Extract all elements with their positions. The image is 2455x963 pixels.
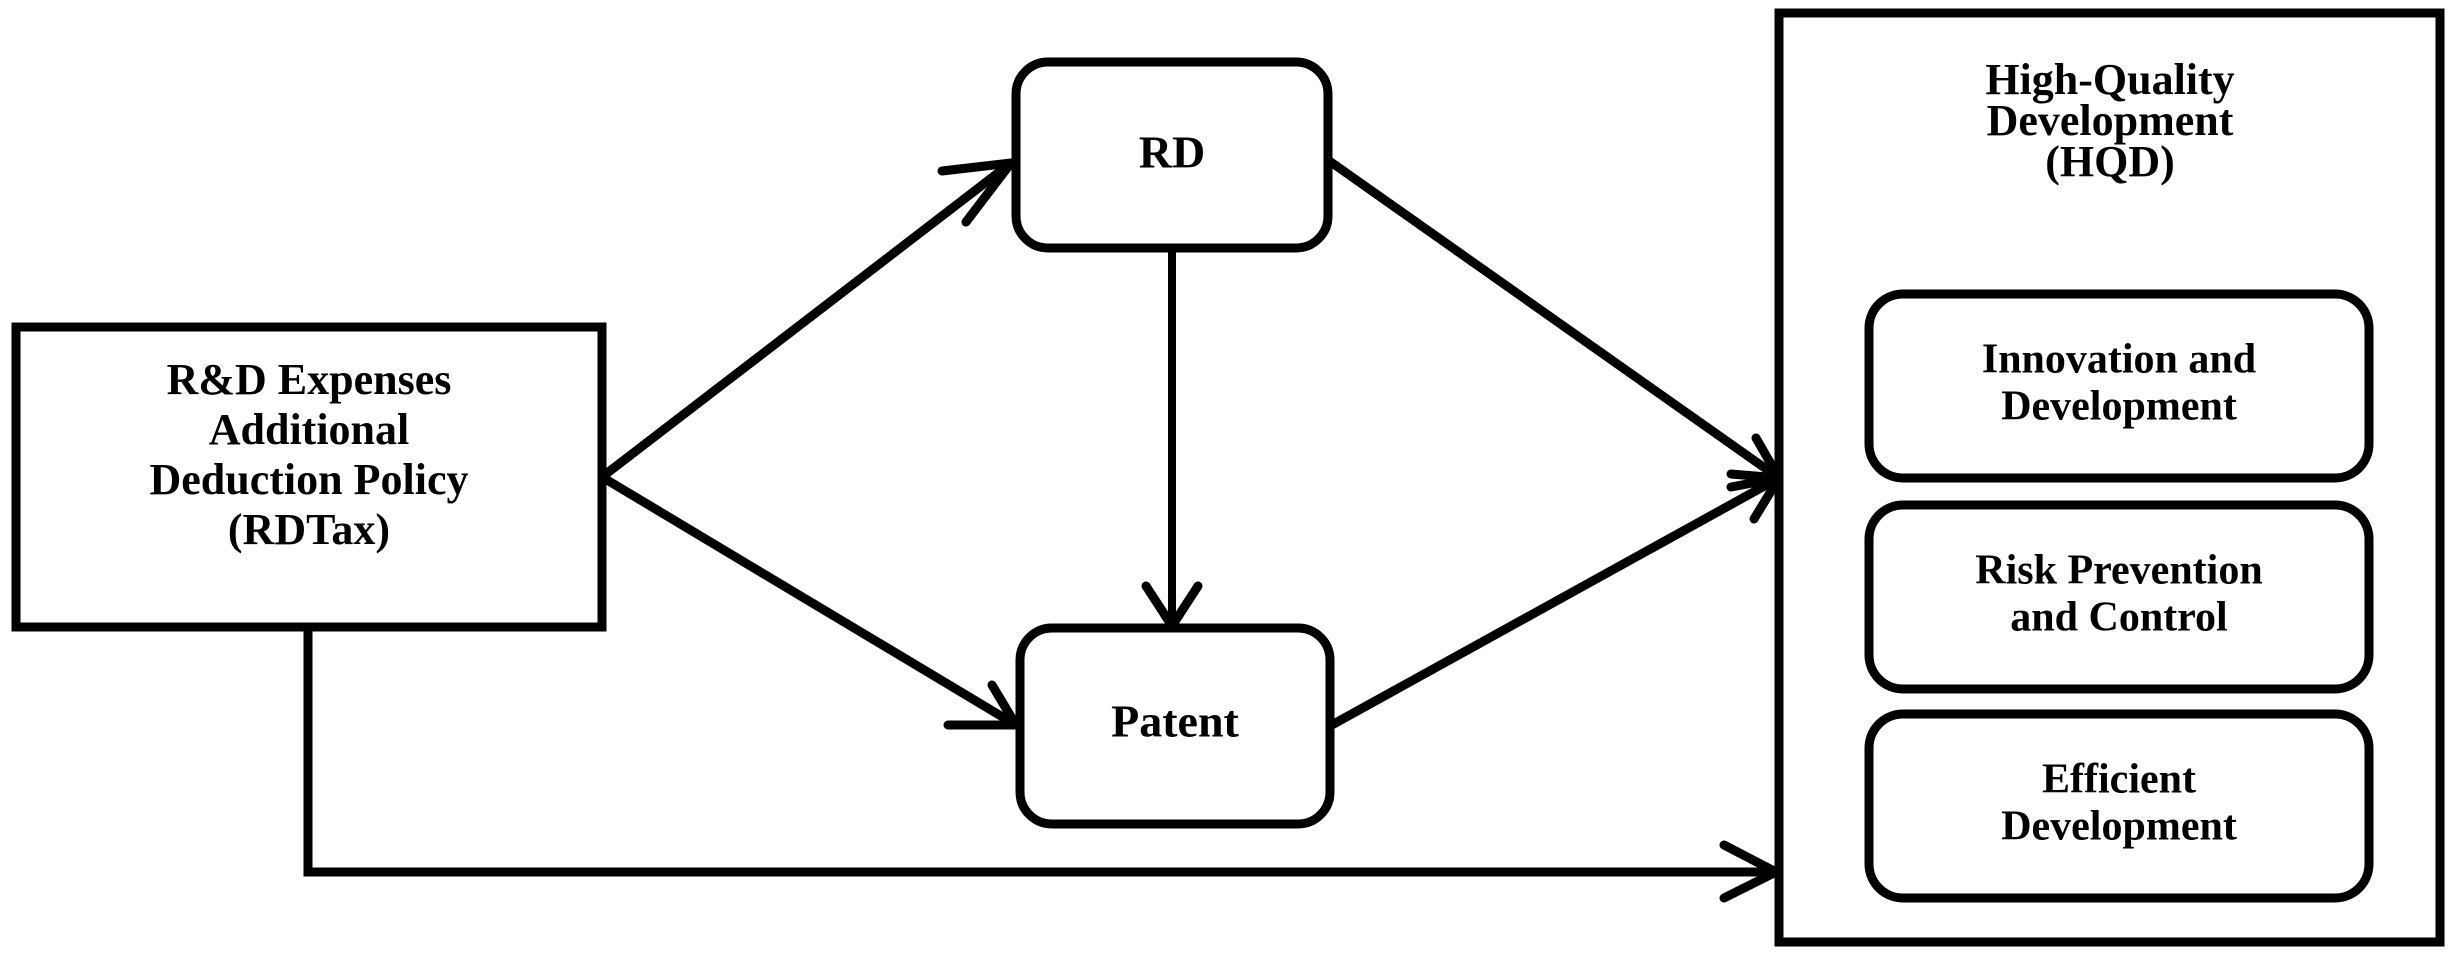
edge-patent-to-hqd	[1327, 473, 1784, 730]
node-hqd-child-risk-prevention-control-label-line-2: and Control	[2010, 595, 2227, 641]
node-patent[interactable]: Patent	[1020, 628, 1330, 824]
edge-policy-to-rd-arrowhead	[937, 158, 1016, 227]
edge-policy-to-hqd	[303, 628, 1781, 903]
node-hqd-child-innovation-development-shape[interactable]	[1869, 294, 2369, 478]
node-hqd-child-innovation-development-label-line-2: Development	[2001, 384, 2237, 430]
node-rd-label: RD	[1139, 127, 1205, 178]
node-policy-rdtax-label-line-4: (RDTax)	[228, 505, 390, 554]
edge-policy-to-patent	[599, 473, 1021, 730]
node-hqd-child-risk-prevention-control-label-line-1: Risk Prevention	[1975, 548, 2262, 594]
edge-policy-to-hqd-line	[303, 628, 1770, 877]
node-hqd-child-efficient-development-label-line-2: Development	[2001, 804, 2237, 850]
node-hqd-child-innovation-development[interactable]: Innovation and Development	[1869, 294, 2369, 478]
node-hqd-child-risk-prevention-control-shape[interactable]	[1869, 505, 2369, 689]
edge-policy-to-hqd-arrowhead	[1719, 840, 1781, 903]
node-policy-rdtax-label-line-3: Deduction Policy	[150, 455, 469, 504]
edge-policy-to-rd-line	[599, 159, 1014, 481]
node-patent-label: Patent	[1111, 696, 1239, 747]
node-policy-rdtax-label-line-2: Additional	[209, 405, 410, 454]
node-hqd-title-line-3: (HQD)	[2045, 137, 2175, 186]
node-hqd-title-line-1: High-Quality	[1985, 55, 2234, 104]
edge-policy-to-patent-arrowhead	[943, 680, 1021, 730]
node-policy-rdtax-shape[interactable]	[16, 327, 602, 627]
node-hqd-panel[interactable]: High-Quality Development (HQD) Innovatio…	[1779, 13, 2440, 942]
node-rd-shape[interactable]	[1016, 62, 1328, 248]
edge-rd-to-hqd	[1325, 156, 1784, 483]
node-patent-shape[interactable]	[1020, 628, 1330, 824]
node-hqd-title-line-2: Development	[1987, 96, 2234, 145]
edge-patent-to-hqd-line	[1327, 474, 1782, 730]
edge-rd-to-hqd-line	[1325, 156, 1782, 482]
node-hqd-child-efficient-development-shape[interactable]	[1869, 714, 2369, 898]
node-policy-rdtax-label-line-1: R&D Expenses	[167, 355, 452, 404]
edge-rd-to-patent	[1141, 252, 1203, 631]
edge-policy-to-patent-line	[599, 473, 1019, 729]
node-policy-rdtax[interactable]: R&D Expenses Additional Deduction Policy…	[16, 327, 602, 627]
node-hqd-child-innovation-development-label-line-1: Innovation and	[1982, 337, 2256, 383]
edge-policy-to-rd	[599, 158, 1016, 481]
node-hqd-child-efficient-development-label-line-1: Efficient	[2042, 757, 2196, 803]
node-rd[interactable]: RD	[1016, 62, 1328, 248]
edge-rd-to-patent-arrowhead	[1141, 581, 1203, 631]
node-hqd-child-risk-prevention-control[interactable]: Risk Prevention and Control	[1869, 505, 2369, 689]
node-hqd-child-efficient-development[interactable]: Efficient Development	[1869, 714, 2369, 898]
